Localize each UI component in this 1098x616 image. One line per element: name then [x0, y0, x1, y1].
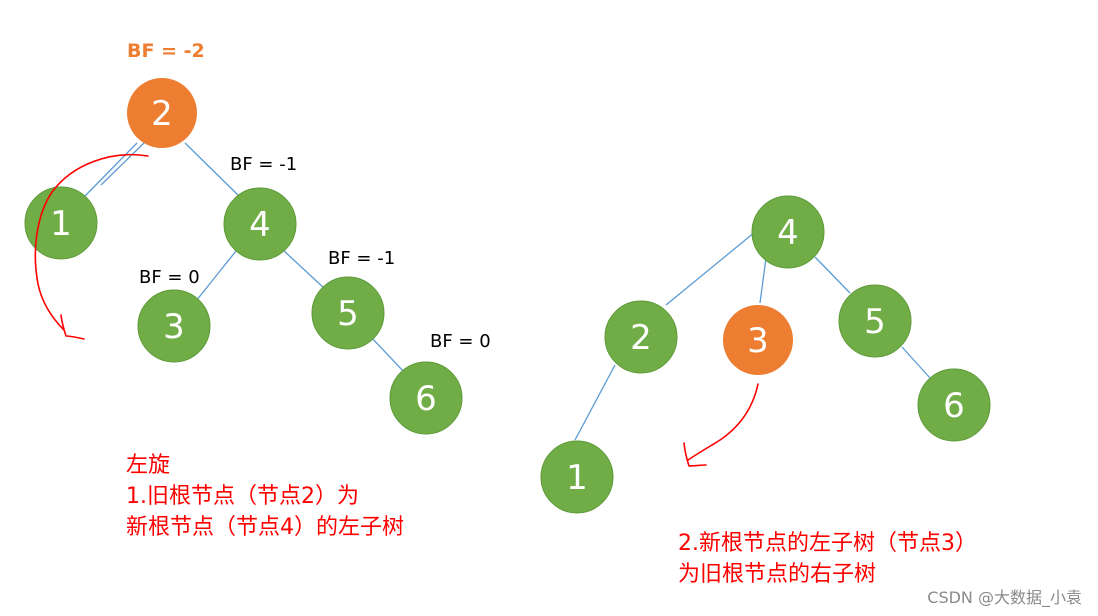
svg-text:2: 2	[630, 318, 652, 358]
edge-4-2	[665, 231, 756, 306]
rotation-arrows	[34, 153, 759, 467]
note-line-2: 新根节点（节点4）的左子树	[126, 515, 404, 540]
right-node-2: 2	[604, 300, 678, 374]
svg-text:4: 4	[777, 213, 799, 253]
left-node-5: 5	[311, 276, 385, 350]
bf-node3-label: BF = 0	[139, 267, 200, 288]
bf-node6-label: BF = 0	[430, 331, 491, 352]
right-node-1: 1	[540, 440, 614, 514]
left-rotation-note: 左旋 1.旧根节点（节点2）为 新根节点（节点4）的左子树	[126, 450, 404, 543]
left-node-4: 4	[223, 187, 297, 261]
right-rotation-arrow	[683, 383, 759, 467]
right-rotation-note: 2.新根节点的左子树（节点3） 为旧根节点的右子树	[678, 528, 977, 590]
svg-text:5: 5	[337, 294, 359, 334]
left-tree-edges	[84, 141, 405, 373]
bf-node4-label: BF = -1	[230, 154, 297, 175]
edge-dangling	[100, 141, 146, 186]
edge-4-3	[195, 250, 237, 302]
edge-4-5r	[814, 256, 851, 294]
note-line-3: 2.新根节点的左子树（节点3）	[678, 531, 977, 556]
edge-4-3r	[759, 257, 767, 304]
edge-2-1r	[574, 364, 616, 441]
right-node-4: 4	[751, 195, 825, 269]
svg-text:1: 1	[50, 204, 72, 244]
right-tree-edges	[574, 231, 931, 441]
bf-root-label: BF = -2	[127, 40, 205, 62]
bf-node5-label: BF = -1	[328, 248, 395, 269]
watermark: CSDN @大数据_小袁	[927, 588, 1082, 607]
right-tree-nodes: 4 2 3 5 1 6	[540, 195, 991, 514]
left-node-2: 2	[127, 78, 197, 148]
svg-text:6: 6	[943, 386, 965, 426]
right-node-5: 5	[838, 284, 912, 358]
edge-5-6r	[901, 346, 931, 379]
left-node-3: 3	[137, 289, 211, 363]
svg-text:5: 5	[864, 302, 886, 342]
left-node-6: 6	[389, 361, 463, 435]
svg-text:4: 4	[249, 205, 271, 245]
svg-text:2: 2	[151, 94, 173, 134]
edge-4-5	[282, 249, 326, 290]
edge-2-4	[184, 142, 241, 198]
left-tree-nodes: 2 1 4 3 5 6	[24, 78, 463, 435]
right-node-6: 6	[917, 368, 991, 442]
right-node-3: 3	[723, 305, 793, 375]
svg-text:6: 6	[415, 379, 437, 419]
left-node-1: 1	[24, 186, 98, 260]
svg-text:3: 3	[163, 307, 185, 347]
left-rotation-arrow	[34, 153, 149, 340]
balance-factor-labels: BF = -2 BF = -1 BF = 0 BF = -1 BF = 0	[127, 40, 491, 352]
note-line-4: 为旧根节点的右子树	[678, 562, 877, 587]
svg-text:1: 1	[566, 458, 588, 498]
edge-5-6	[370, 336, 405, 373]
note-title: 左旋	[126, 453, 171, 478]
note-line-1: 1.旧根节点（节点2）为	[126, 484, 359, 509]
svg-text:3: 3	[747, 321, 769, 361]
edge-2-1	[84, 142, 138, 197]
